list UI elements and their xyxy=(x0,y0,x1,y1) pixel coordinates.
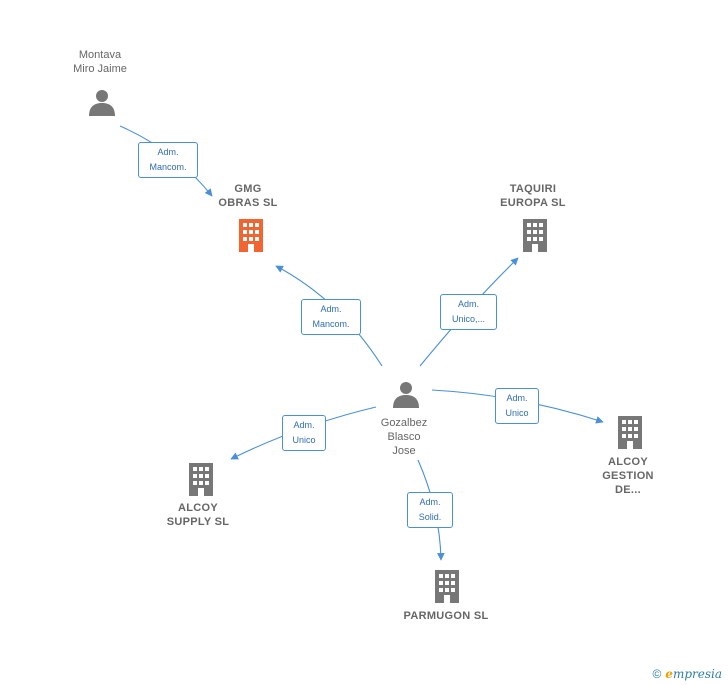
person-label-montava[interactable]: Montava Miro Jaime xyxy=(73,49,127,75)
person-icon[interactable] xyxy=(88,88,116,121)
company-label-gmg[interactable]: GMG OBRAS SL xyxy=(218,183,278,209)
building-icon[interactable] xyxy=(614,415,646,454)
company-label-parmugon[interactable]: PARMUGON SL xyxy=(403,610,489,622)
relation-label[interactable]: Adm. Mancom. xyxy=(301,299,361,335)
building-icon[interactable] xyxy=(235,218,267,257)
brand-watermark: ©empresia xyxy=(652,667,722,681)
brand-initial: e xyxy=(665,667,673,681)
relation-label[interactable]: Adm. Mancom. xyxy=(138,142,198,178)
relation-label[interactable]: Adm. Unico,... xyxy=(440,294,497,330)
company-label-alcoy-supply[interactable]: ALCOY SUPPLY SL xyxy=(166,502,230,528)
brand-name: mpresia xyxy=(672,667,722,681)
person-icon[interactable] xyxy=(392,380,420,413)
building-icon[interactable] xyxy=(185,462,217,501)
relation-label[interactable]: Adm. Unico xyxy=(495,388,539,424)
company-label-taquiri[interactable]: TAQUIRI EUROPA SL xyxy=(500,183,566,209)
company-label-alcoy-gestion[interactable]: ALCOY GESTION DE... xyxy=(602,456,654,496)
relation-label[interactable]: Adm. Solid. xyxy=(407,492,453,528)
person-label-gozalbez[interactable]: Gozalbez Blasco Jose xyxy=(380,417,428,457)
copyright-icon: © xyxy=(652,667,662,681)
building-icon[interactable] xyxy=(519,218,551,257)
building-icon[interactable] xyxy=(431,569,463,608)
relation-label[interactable]: Adm. Unico xyxy=(282,415,326,451)
